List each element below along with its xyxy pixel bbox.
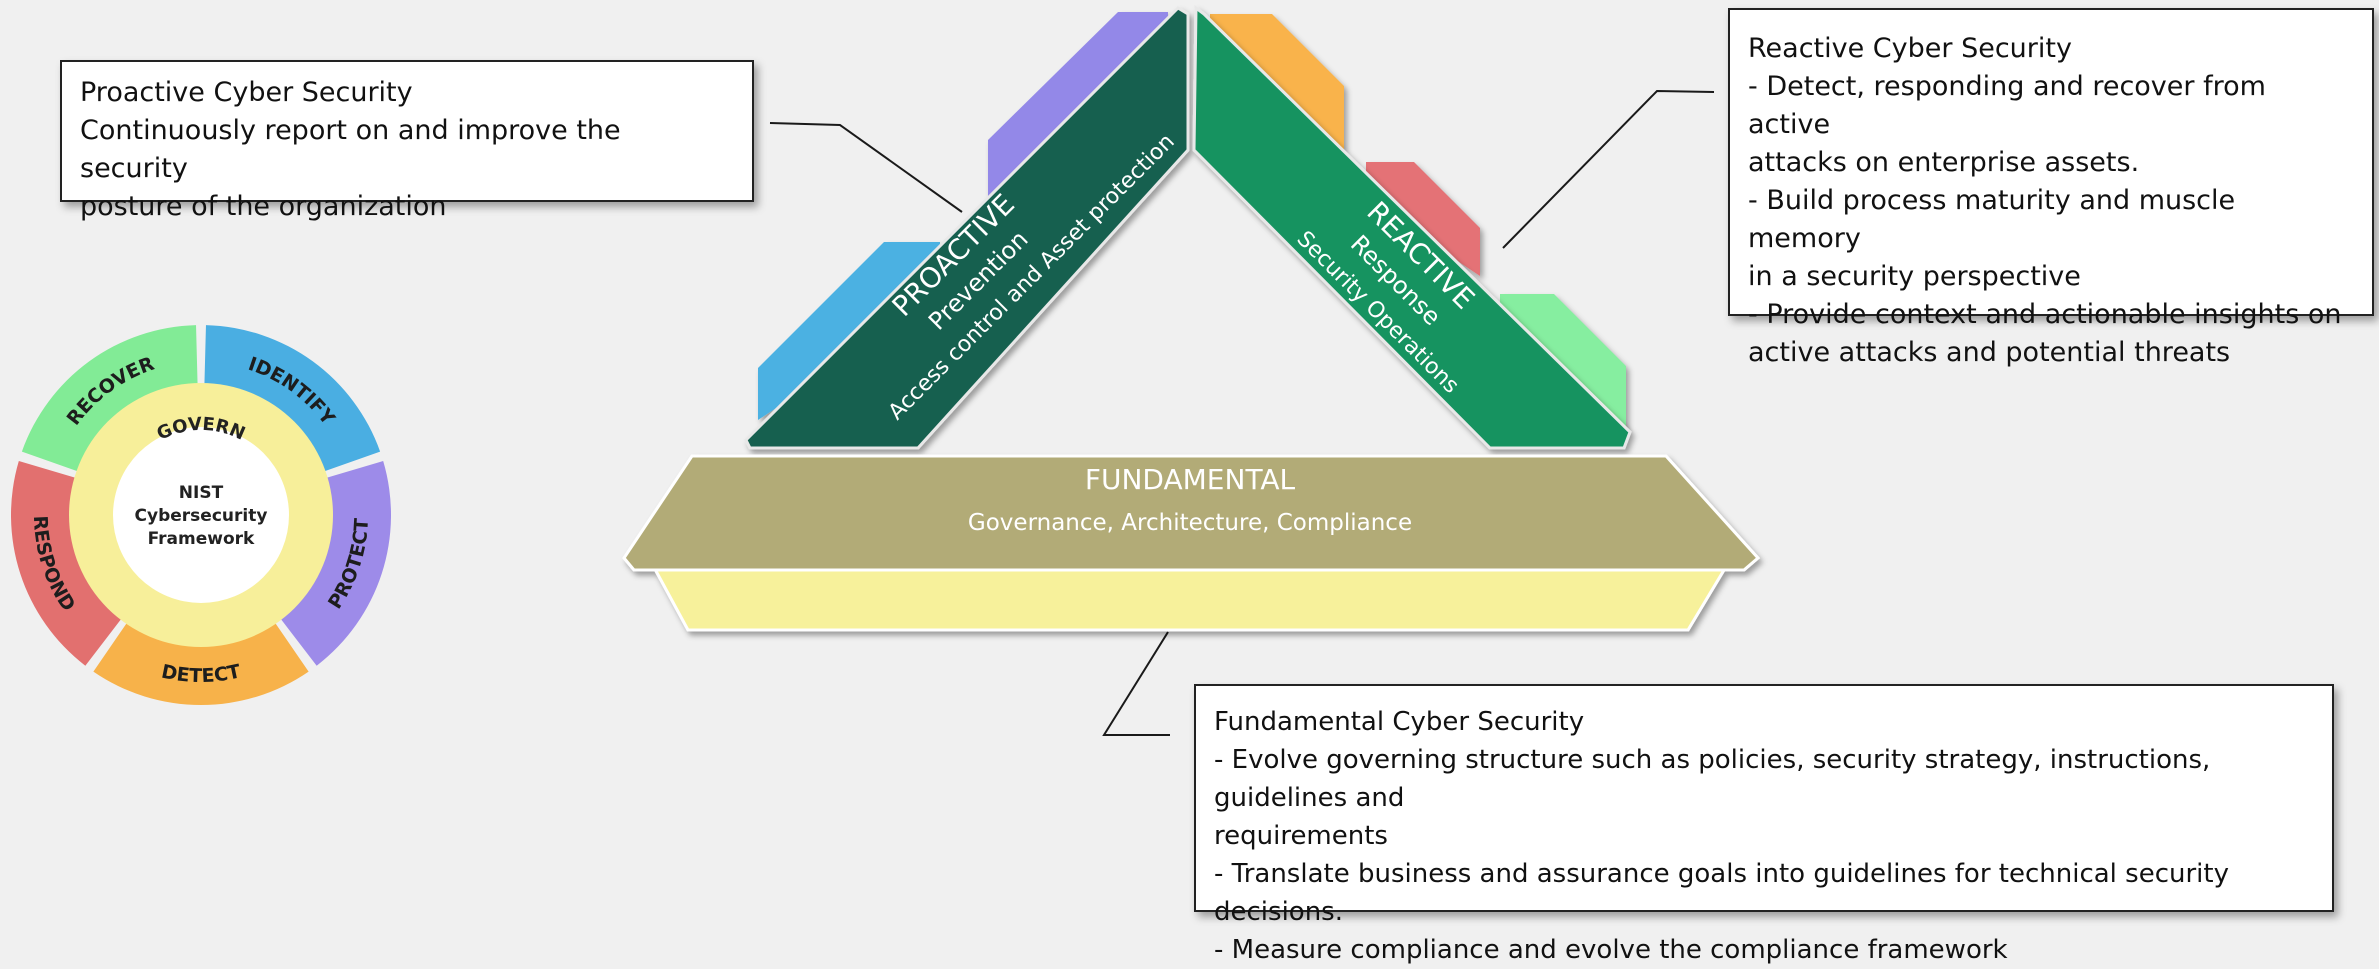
proactive-callout: Proactive Cyber Security Continuously re… <box>60 60 754 222</box>
wheel-center <box>113 427 289 603</box>
wheel-segment-detect <box>93 620 309 705</box>
reactive-callout-line: - Build process maturity and muscle memo… <box>1748 185 2236 254</box>
fundamental-subtitle: Governance, Architecture, Compliance <box>968 510 1412 536</box>
proactive-band <box>744 6 1190 450</box>
reactive-callout-line: active attacks and potential threats <box>1748 337 2231 368</box>
reactive-callout-line: in a security perspective <box>1748 261 2081 292</box>
reactive-connector <box>1502 89 1715 249</box>
wheel-segment-identify <box>204 325 381 473</box>
fundamental-connector <box>1102 631 1170 736</box>
proactive-callout-line: Continuously report on and improve the s… <box>80 115 621 184</box>
reactive-callout-line: - Detect, responding and recover from ac… <box>1748 71 2266 140</box>
wheel-segment-protect <box>278 461 392 666</box>
fundamental-callout-line: - Evolve governing structure such as pol… <box>1214 745 2211 813</box>
fundamental-title: FUNDAMENTAL <box>1085 463 1296 496</box>
diagram-canvas: FUNDAMENTAL Governance, Architecture, Co… <box>10 5 1761 736</box>
reactive-step-red <box>1366 162 1480 276</box>
reactive-callout-line: attacks on enterprise assets. <box>1748 147 2140 178</box>
fundamental-callout-line: - Translate business and assurance goals… <box>1214 859 2229 927</box>
wheel-segment-recover <box>21 325 198 473</box>
proactive-connector <box>769 122 963 213</box>
fundamental-callout-line: - Measure compliance and evolve the comp… <box>1214 935 2008 965</box>
proactive-callout-line: posture of the organization <box>80 191 447 222</box>
fundamental-band <box>622 454 1761 572</box>
wheel-segment-respond <box>10 461 124 666</box>
proactive-step-blue <box>758 242 940 420</box>
fundamental-callout-title: Fundamental Cyber Security <box>1214 707 1585 737</box>
reactive-callout-title: Reactive Cyber Security <box>1748 33 2072 64</box>
reactive-callout-line: - Provide context and actionable insight… <box>1748 299 2342 330</box>
nist-center-line-2: Cybersecurity <box>135 506 268 526</box>
reactive-callout: Reactive Cyber Security - Detect, respon… <box>1728 8 2374 368</box>
nist-center-line-3: Framework <box>148 529 255 549</box>
proactive-callout-title: Proactive Cyber Security <box>80 77 413 108</box>
reactive-step-orange <box>1210 14 1344 150</box>
nist-center-line-1: NIST <box>179 483 224 503</box>
reactive-band <box>1192 5 1632 450</box>
fundamental-callout-line: requirements <box>1214 821 1388 851</box>
nist-framework-wheel: GOVERN NIST Cybersecurity Framework IDEN… <box>10 325 392 705</box>
